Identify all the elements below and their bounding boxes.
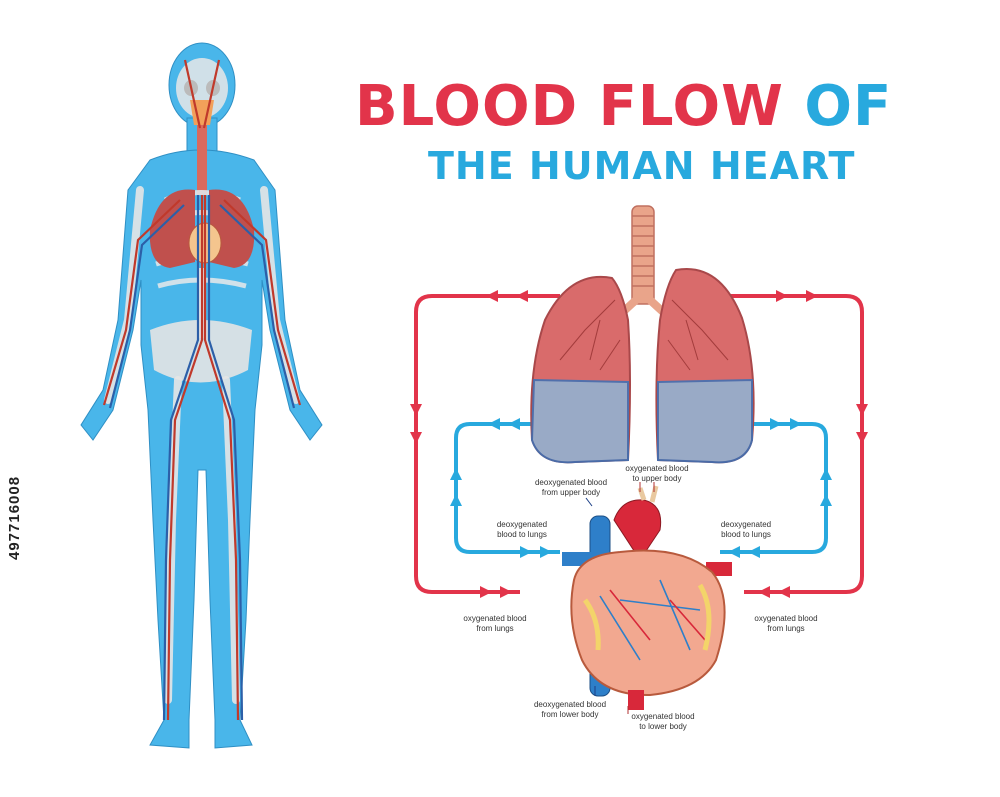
label-oxy-lower: oxygenated blood to lower body bbox=[631, 712, 695, 731]
label-oxy-upper: oxygenated blood to upper body bbox=[625, 464, 689, 483]
left-lung-lower bbox=[530, 378, 629, 464]
blue-loop-left bbox=[454, 422, 560, 554]
label-oxy-from-lungs-right: oxygenated blood from lungs bbox=[754, 614, 818, 633]
stock-id: 497716008 bbox=[6, 475, 23, 560]
pelvis bbox=[150, 320, 252, 383]
body-left-lung bbox=[149, 189, 195, 268]
title-line-2: THE HUMAN HEART bbox=[428, 144, 856, 188]
heart bbox=[562, 485, 732, 710]
label-deoxy-lower: deoxygenated blood from lower body bbox=[533, 700, 607, 719]
skull bbox=[176, 58, 228, 118]
title-red: BLOOD FLOW bbox=[355, 74, 784, 139]
label-deoxy-upper: deoxygenated blood from upper body bbox=[534, 478, 608, 497]
right-lung-lower bbox=[657, 378, 753, 464]
title-line-1: BLOOD FLOW OF bbox=[355, 74, 892, 139]
blue-loop-right bbox=[690, 422, 828, 554]
label-deoxy-lungs-right: deoxygenated blood to lungs bbox=[720, 520, 772, 539]
label-arrows bbox=[585, 482, 655, 714]
blue-arrows bbox=[450, 418, 832, 558]
label-oxy-from-lungs-left: oxygenated blood from lungs bbox=[463, 614, 527, 633]
body-vessels bbox=[102, 59, 302, 721]
red-arrows bbox=[410, 290, 868, 598]
label-deoxy-lungs-left: deoxygenated blood to lungs bbox=[496, 520, 548, 539]
title-blue: OF bbox=[804, 74, 893, 139]
